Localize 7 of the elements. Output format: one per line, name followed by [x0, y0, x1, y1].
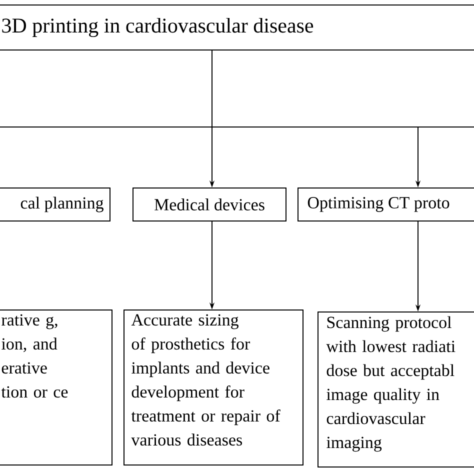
description-box: Accurate sizing of prosthetics for implants and device development for treatment or repair of various diseases: [124, 310, 304, 466]
description-box: Scanning protocol with lowest radiati dose but acceptabl image quality in cardiovascular imaging: [318, 312, 474, 468]
category-box: Medical devices: [132, 188, 286, 222]
category-box: cal planning: [0, 188, 110, 222]
description-box: rative g, ion, and erative tion or ce: [0, 310, 112, 466]
title-box: 3D printing in cardiovascular disease: [0, 4, 474, 50]
category-box: Optimising CT proto: [298, 188, 474, 222]
